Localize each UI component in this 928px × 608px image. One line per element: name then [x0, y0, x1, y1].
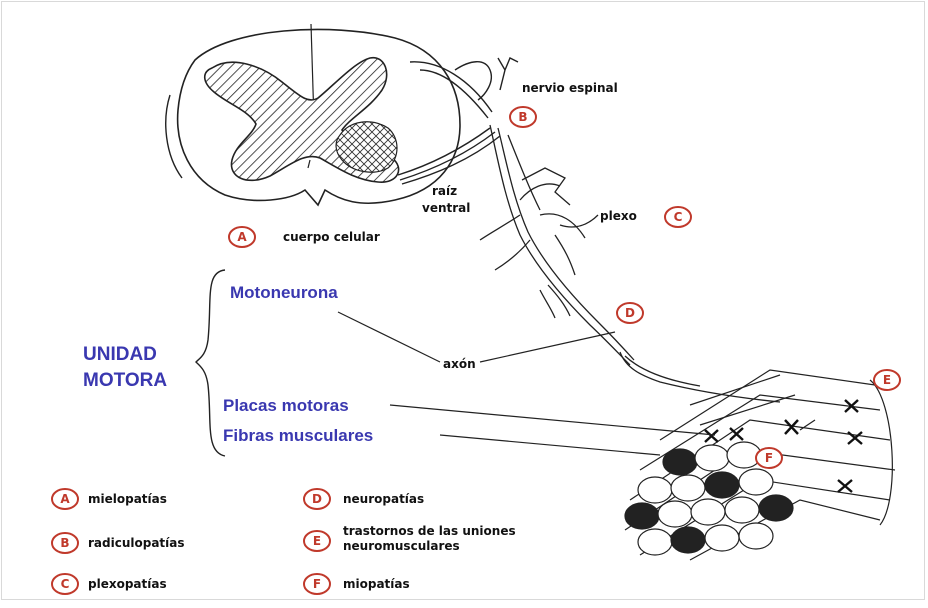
image-frame: [1, 1, 925, 600]
diagram-canvas: A B C D E F nervio espinal raíz ventral …: [0, 0, 928, 603]
